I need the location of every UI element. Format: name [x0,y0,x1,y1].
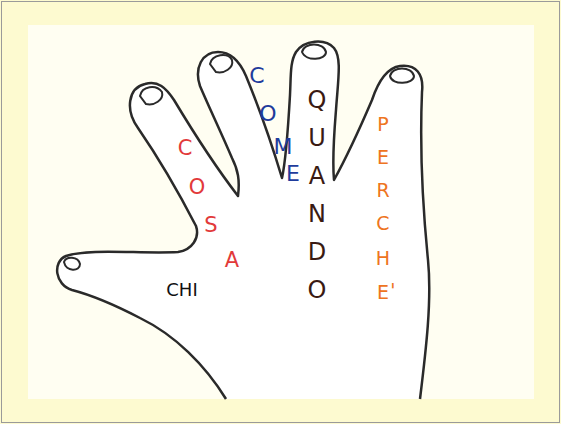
inner-panel [28,25,534,399]
letter: D [308,240,326,264]
letter: E [286,163,300,185]
fingernails [64,45,414,270]
letter: N [308,202,326,226]
letter: C [376,214,389,233]
letter: A [309,164,325,188]
letter: E [377,283,389,302]
letter: O [259,103,276,125]
letter: P [377,115,388,134]
letter: C [249,65,264,87]
letter: S [204,215,217,236]
letter: O [189,177,206,198]
letter: R [376,181,389,200]
letter: A [225,250,239,271]
letter: ' [390,281,395,300]
letter: E [377,148,389,167]
letter: Q [308,88,327,112]
letter: M [274,136,293,158]
letter: H [376,249,390,268]
letter: C [178,138,193,159]
hand-outline [57,42,429,399]
letter: U [308,126,326,150]
letter: O [308,278,327,302]
letter: CHI [166,281,197,299]
